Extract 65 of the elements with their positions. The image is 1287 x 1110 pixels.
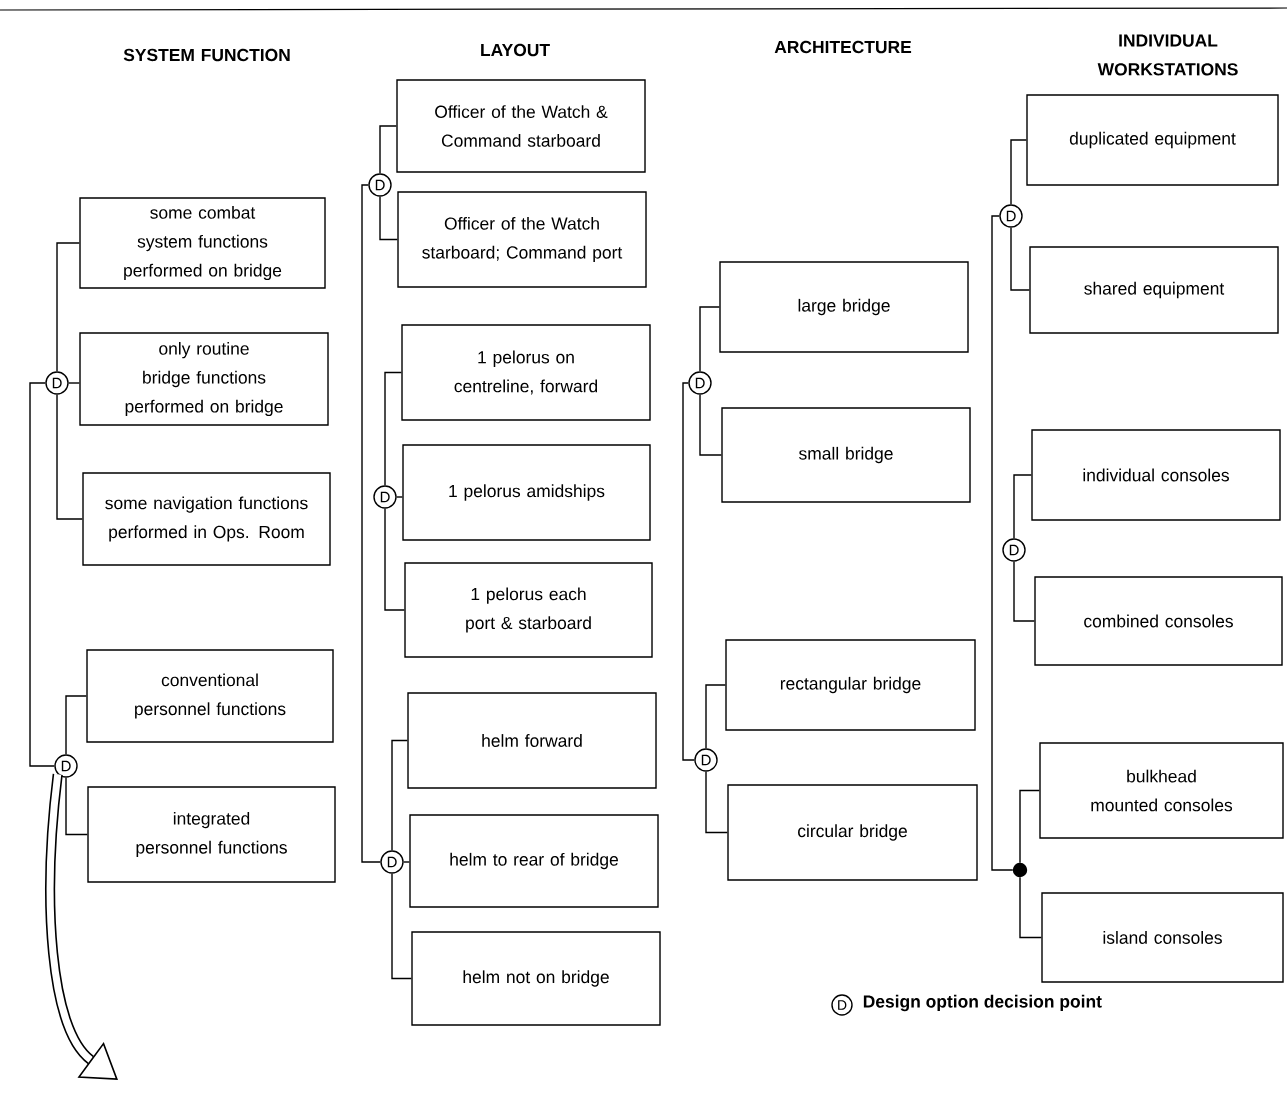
option-box: helm not on bridge	[411, 931, 661, 1026]
connector-line	[379, 125, 397, 174]
connector-line	[403, 861, 410, 863]
option-box: individual consoles	[1031, 429, 1281, 521]
option-box: some navigation functions performed in Ops. Room	[82, 472, 331, 566]
connector-line	[384, 508, 405, 611]
option-box: 1 pelorus on centreline, forward	[401, 324, 651, 421]
connector-line	[1010, 139, 1027, 205]
connector-line	[384, 371, 402, 486]
option-box: bulkhead mounted consoles	[1039, 742, 1284, 839]
connector-line	[1019, 876, 1042, 939]
connector-line	[1013, 474, 1032, 539]
decision-point: D	[368, 173, 392, 197]
connector-line	[379, 196, 398, 241]
column-heading: LAYOUT	[481, 43, 550, 57]
connector-line	[56, 242, 80, 372]
decision-point: D	[999, 204, 1023, 228]
connector-line	[699, 394, 722, 456]
column-heading: SYSTEM FUNCTION	[123, 48, 290, 62]
option-box: island consoles	[1041, 892, 1284, 983]
connector-line	[396, 496, 403, 498]
option-box: circular bridge	[727, 784, 978, 881]
connector-line	[391, 873, 412, 980]
option-box: integrated personnel functions	[87, 786, 336, 883]
connector-line	[1013, 561, 1035, 622]
connector-line	[1019, 789, 1040, 864]
option-box: Officer of the Watch & Command starboard	[396, 79, 646, 173]
connector-line	[705, 684, 726, 749]
decision-point: D	[45, 371, 69, 395]
option-box: conventional personnel functions	[86, 649, 334, 743]
connector-line	[361, 184, 381, 863]
option-box: Officer of the Watch starboard; Command port	[397, 191, 647, 288]
connector-line	[391, 739, 408, 851]
connector-line	[68, 382, 80, 384]
connector-line	[65, 777, 88, 836]
option-box: large bridge	[719, 261, 969, 353]
connector-line	[29, 382, 55, 767]
legend-text: Design option decision point	[863, 994, 1102, 1012]
decision-point: D	[373, 485, 397, 509]
option-box: small bridge	[721, 407, 971, 503]
connector-line	[1010, 227, 1030, 291]
option-box: helm to rear of bridge	[409, 814, 659, 908]
option-box: some combat system functions performed on bridge	[79, 197, 326, 289]
option-box: shared equipment	[1029, 246, 1279, 334]
option-box: combined consoles	[1034, 576, 1283, 666]
connector-line	[991, 215, 1014, 871]
decision-point: D	[380, 850, 404, 874]
column-heading: ARCHITECTURE	[774, 40, 912, 54]
connector-line	[705, 771, 728, 834]
option-box: 1 pelorus amidships	[402, 444, 651, 541]
option-box: duplicated equipment	[1026, 94, 1279, 186]
connector-line	[65, 695, 87, 755]
decision-point: D	[54, 754, 78, 778]
connector-line	[682, 382, 695, 761]
option-box: 1 pelorus each port & starboard	[404, 562, 653, 658]
option-box: only routine bridge functions performed on bridge	[79, 332, 329, 426]
decision-point: D	[688, 371, 712, 395]
option-box: rectangular bridge	[725, 639, 976, 731]
connector-line	[699, 306, 720, 372]
decision-point: D	[694, 748, 718, 772]
connector-line	[56, 394, 83, 520]
decision-point: D	[1002, 538, 1026, 562]
curved-arrow	[45, 773, 118, 1080]
column-heading: INDIVIDUAL WORKSTATIONS	[1097, 34, 1238, 76]
option-box: helm forward	[407, 692, 657, 789]
